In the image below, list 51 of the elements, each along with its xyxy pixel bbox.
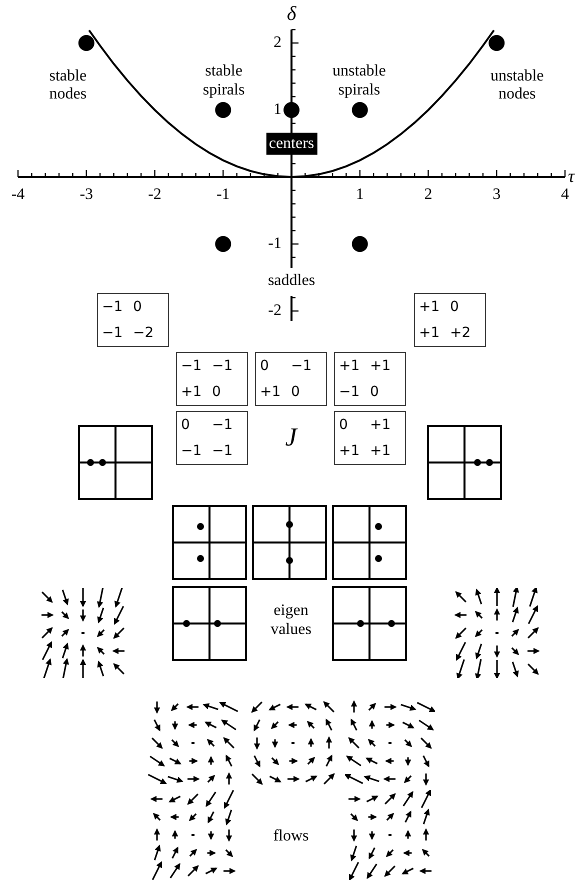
matrix-entry: −1: [181, 444, 203, 458]
matrix-entry: +1: [419, 326, 441, 340]
x-tick-label: -4: [11, 187, 25, 203]
annotation-text: saddles: [266, 272, 316, 290]
matrix-entry: +1: [181, 385, 203, 399]
annotation-text: stable nodes: [48, 67, 88, 104]
y-tick-label: 2: [274, 35, 282, 51]
x-tick-label: 2: [424, 187, 432, 203]
matrix-entry: +1: [260, 385, 282, 399]
matrix-entry: −1: [181, 359, 203, 373]
matrix-entry: −1: [102, 326, 124, 340]
matrix-entry: −2: [133, 326, 155, 340]
highlighted-annotation: centers: [266, 132, 318, 155]
matrix-entry: +1: [370, 359, 392, 373]
matrix-entry: 0: [450, 300, 460, 314]
matrix-entry: +1: [419, 300, 441, 314]
matrix-entry: 0: [370, 385, 380, 399]
matrix-entry: −1: [212, 444, 234, 458]
matrix-entry: +2: [450, 326, 472, 340]
y-axis-label: δ: [286, 4, 296, 24]
y-tick-label: 1: [274, 102, 282, 118]
y-tick-label: -1: [268, 236, 282, 252]
x-tick-label: 4: [561, 187, 569, 203]
matrix-entry: +1: [339, 359, 361, 373]
matrix-entry: −1: [339, 385, 361, 399]
matrix-entry: −1: [102, 300, 124, 314]
annotation-text: stable spirals: [202, 62, 246, 100]
matrix-entry: +1: [339, 444, 361, 458]
annotation-text: unstable nodes: [489, 67, 545, 104]
matrix-entry: 0: [291, 385, 301, 399]
matrix-entry: −1: [291, 359, 313, 373]
matrix-entry: −1: [212, 359, 234, 373]
matrix-entry: +1: [370, 418, 392, 432]
annotation-text: unstable spirals: [332, 62, 387, 100]
x-tick-label: 1: [356, 187, 364, 203]
x-tick-label: -2: [148, 187, 162, 203]
x-axis-label: τ: [568, 167, 574, 185]
matrix-entry: +1: [370, 444, 392, 458]
matrix-symbol: J: [285, 421, 297, 453]
x-tick-label: -3: [80, 187, 94, 203]
x-tick-label: 3: [492, 187, 501, 203]
matrix-entry: 0: [212, 385, 222, 399]
section-label: eigen values: [270, 600, 312, 640]
matrix-entry: 0: [260, 359, 270, 373]
matrix-entry: 0: [133, 300, 143, 314]
matrix-entry: 0: [181, 418, 191, 432]
matrix-entry: 0: [339, 418, 349, 432]
y-tick-label: -2: [268, 303, 282, 319]
section-label: flows: [272, 826, 310, 846]
x-tick-label: -1: [216, 187, 230, 203]
matrix-entry: −1: [212, 418, 234, 432]
